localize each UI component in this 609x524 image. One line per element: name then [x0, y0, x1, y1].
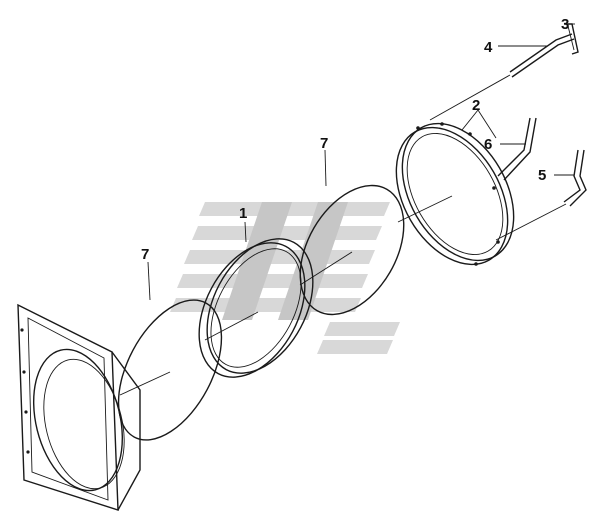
tube-part-6	[497, 117, 537, 181]
callout-labels: 7 1 7 2 6 5 4 3	[141, 16, 569, 263]
fan-shroud-frame	[17, 303, 141, 511]
callout-1: 1	[239, 205, 247, 222]
assembly-axis-lines	[119, 74, 567, 396]
o-ring-left	[117, 299, 223, 441]
callout-2: 2	[472, 97, 480, 114]
flange-ring-part-2	[395, 122, 515, 266]
callout-7b: 7	[320, 135, 328, 152]
ring-part-1	[198, 238, 314, 378]
tube-part-5	[563, 149, 587, 207]
callout-5: 5	[538, 167, 546, 184]
o-ring-middle	[299, 184, 405, 316]
watermark-logo-icon	[170, 202, 400, 354]
callout-7a: 7	[141, 246, 149, 263]
callout-leaders	[147, 23, 575, 301]
callout-4: 4	[484, 39, 493, 56]
callout-6: 6	[484, 136, 492, 153]
callout-3: 3	[561, 16, 569, 33]
